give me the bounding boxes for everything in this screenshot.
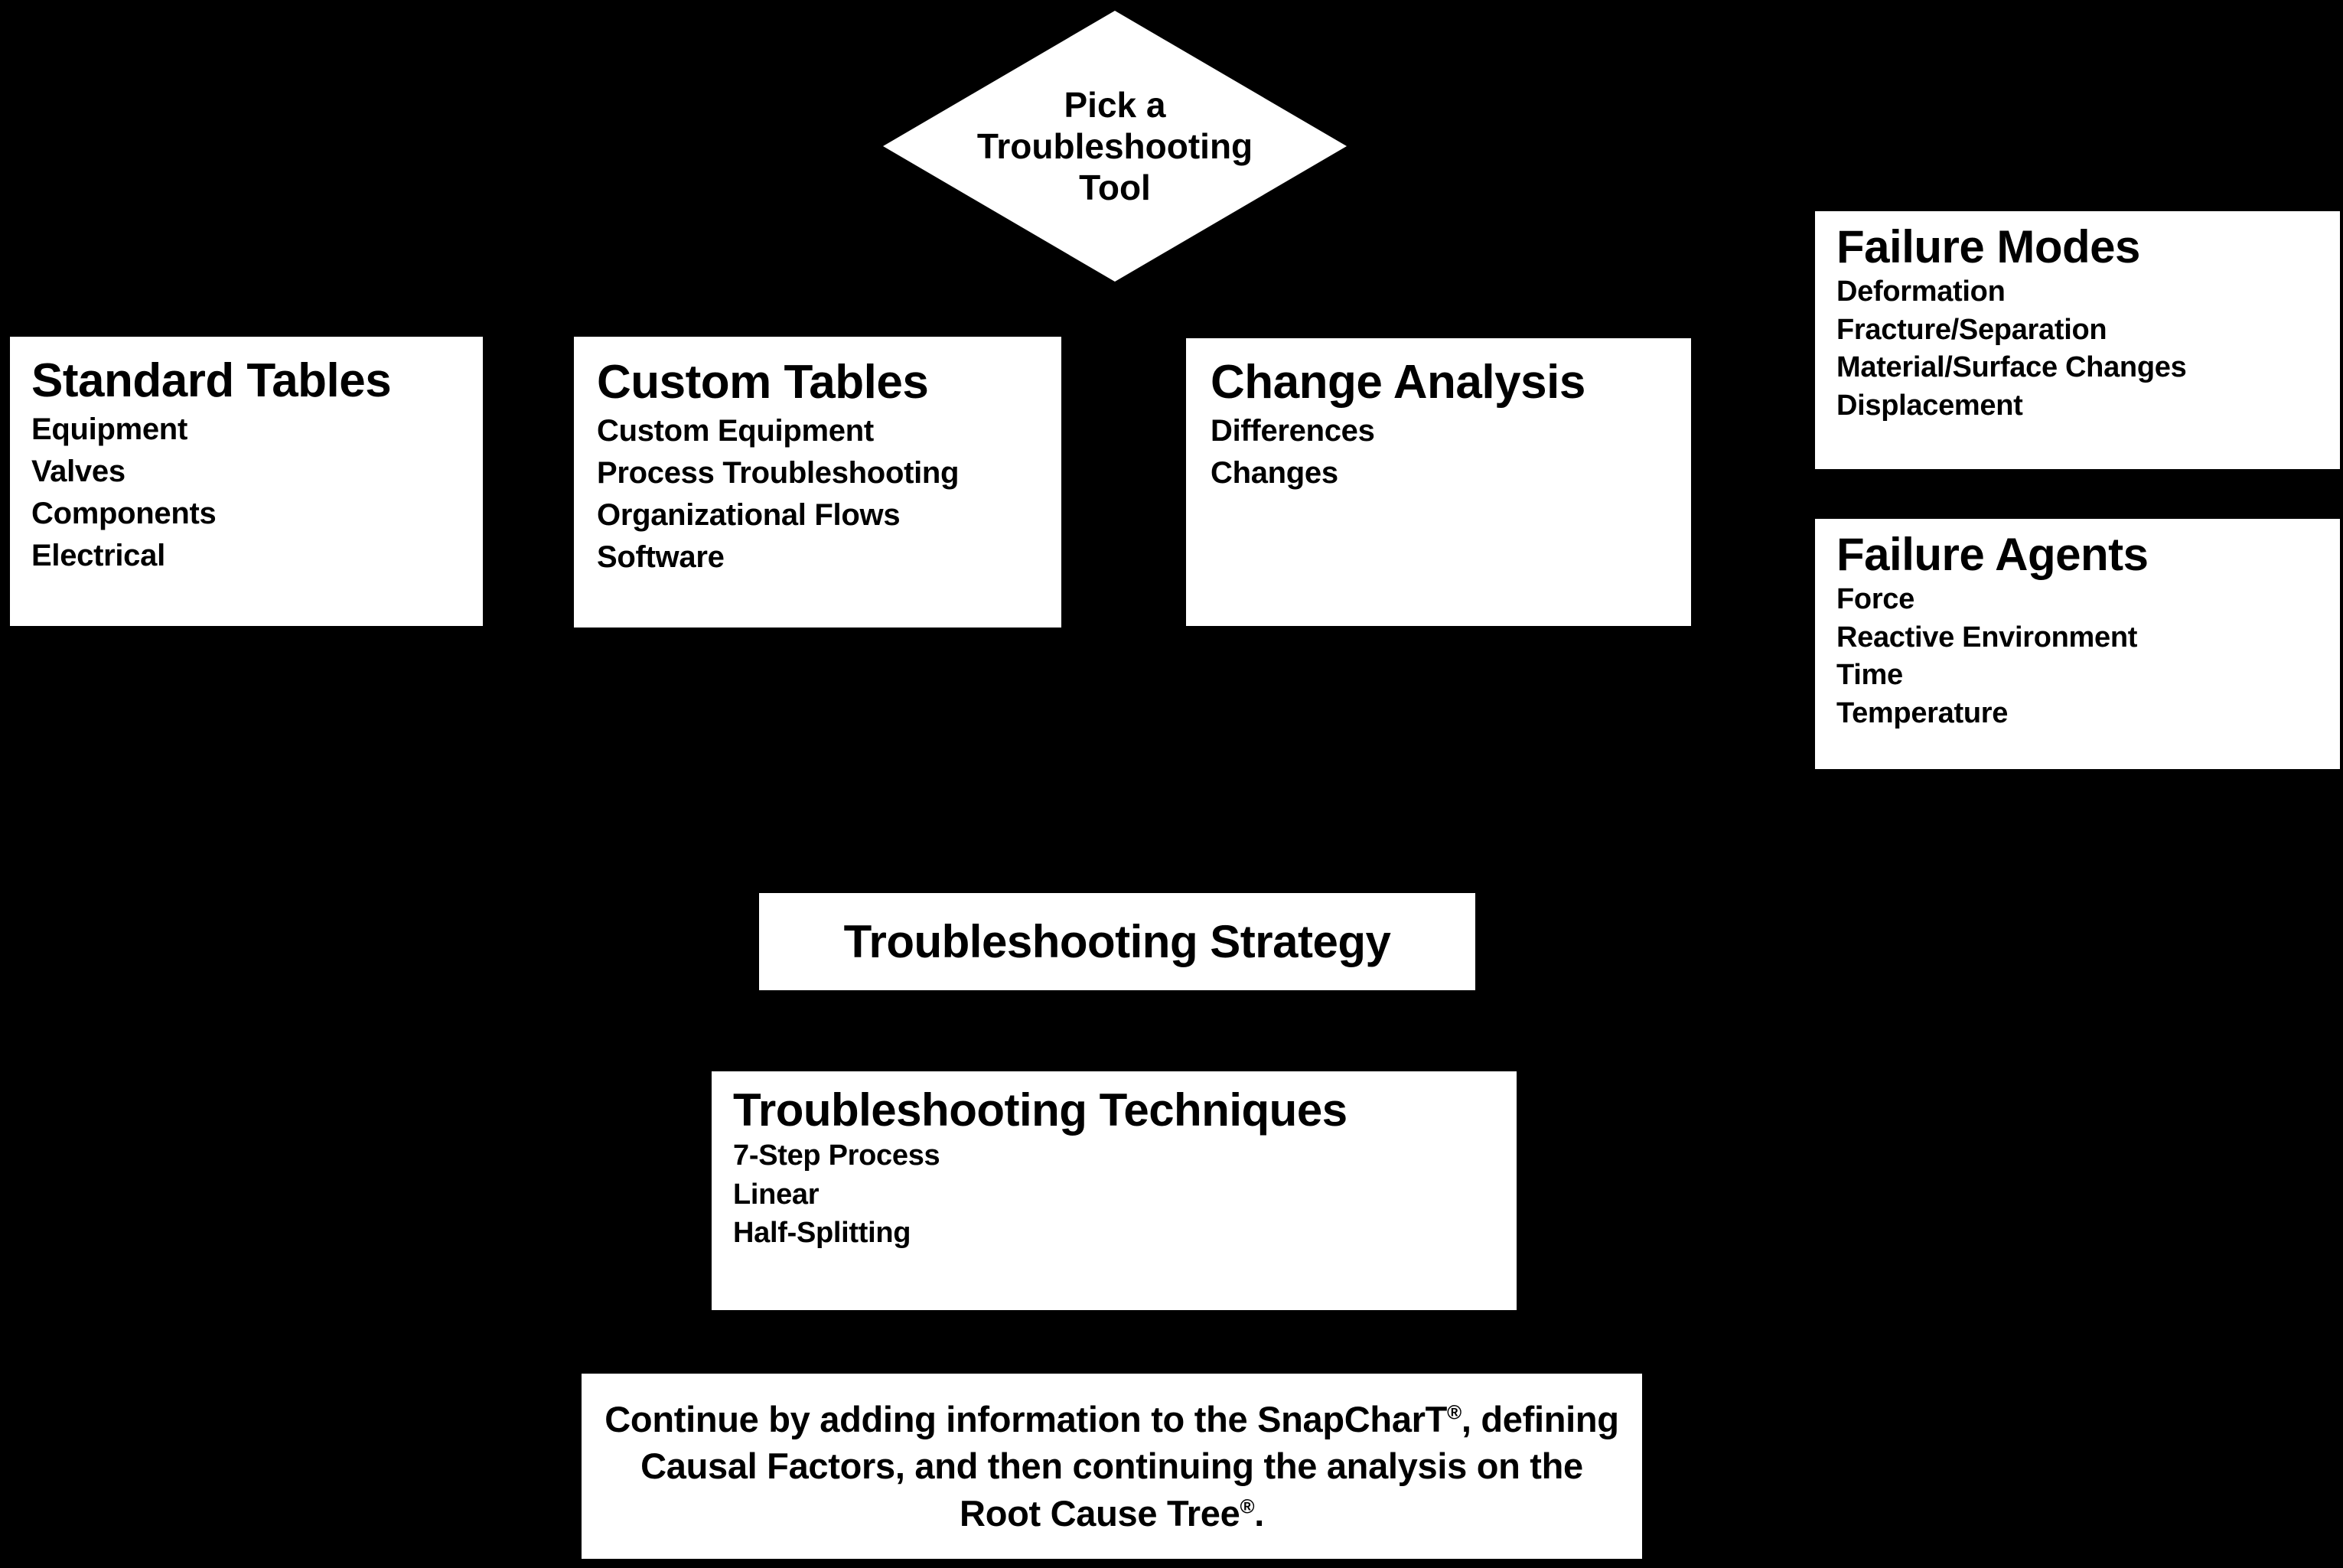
card-item: Organizational Flows	[597, 497, 901, 532]
card-item: Process Troubleshooting	[597, 456, 960, 491]
card-item: Reactive Environment	[1836, 621, 2138, 654]
decision-line-1: Pick a	[1064, 84, 1166, 125]
card-title: Failure Agents	[1836, 529, 2149, 580]
card-item: 7-Step Process	[733, 1139, 940, 1172]
card-item: Valves	[31, 455, 125, 489]
card-title: Standard Tables	[31, 354, 392, 407]
card-item: Linear	[733, 1178, 820, 1211]
card-custom-tables[interactable]: Custom Tables Custom Equipment Process T…	[574, 337, 1061, 628]
card-title: Change Analysis	[1211, 356, 1585, 409]
card-item: Components	[31, 496, 217, 530]
continue-note-text: Continue by adding information to the Sn…	[582, 1396, 1642, 1536]
card-title: Troubleshooting Techniques	[733, 1084, 1347, 1136]
card-continue-note[interactable]: Continue by adding information to the Sn…	[582, 1374, 1642, 1559]
card-title: Custom Tables	[597, 356, 929, 409]
card-item: Material/Surface Changes	[1836, 351, 2187, 384]
card-item: Software	[597, 540, 725, 574]
card-item: Custom Equipment	[597, 414, 874, 448]
card-item: Differences	[1211, 414, 1375, 448]
card-troubleshooting-strategy[interactable]: Troubleshooting Strategy	[759, 893, 1475, 990]
card-item: Half-Splitting	[733, 1217, 911, 1250]
card-title: Troubleshooting Strategy	[843, 915, 1391, 967]
card-failure-agents[interactable]: Failure Agents Force Reactive Environmen…	[1815, 519, 2340, 769]
decision-diamond[interactable]: Pick a Troubleshooting Tool	[881, 9, 1348, 283]
card-item: Force	[1836, 583, 1914, 616]
decision-label: Pick a Troubleshooting Tool	[881, 9, 1348, 283]
card-item: Temperature	[1836, 696, 2009, 729]
card-item: Changes	[1211, 456, 1338, 491]
card-item: Fracture/Separation	[1836, 313, 2107, 346]
decision-line-2: Troubleshooting	[976, 126, 1253, 166]
card-item: Displacement	[1836, 389, 2023, 422]
card-item: Time	[1836, 659, 1903, 692]
note-part-2: , defining Causal Factors, and then cont…	[640, 1399, 1619, 1534]
card-item: Deformation	[1836, 275, 2006, 308]
card-item: Equipment	[31, 412, 187, 447]
registered-mark-icon: ®	[1447, 1402, 1462, 1424]
card-title: Failure Modes	[1836, 221, 2140, 272]
card-troubleshooting-techniques[interactable]: Troubleshooting Techniques 7-Step Proces…	[712, 1071, 1517, 1310]
registered-mark-icon: ®	[1240, 1495, 1255, 1517]
diamond-shape	[883, 11, 1347, 282]
card-failure-modes[interactable]: Failure Modes Deformation Fracture/Separ…	[1815, 211, 2340, 469]
card-item: Electrical	[31, 538, 165, 572]
decision-line-3: Tool	[1079, 168, 1151, 208]
card-change-analysis[interactable]: Change Analysis Differences Changes	[1186, 338, 1691, 626]
note-part-1: Continue by adding information to the Sn…	[604, 1399, 1448, 1440]
card-standard-tables[interactable]: Standard Tables Equipment Valves Compone…	[10, 337, 483, 626]
note-part-3: .	[1254, 1492, 1264, 1534]
